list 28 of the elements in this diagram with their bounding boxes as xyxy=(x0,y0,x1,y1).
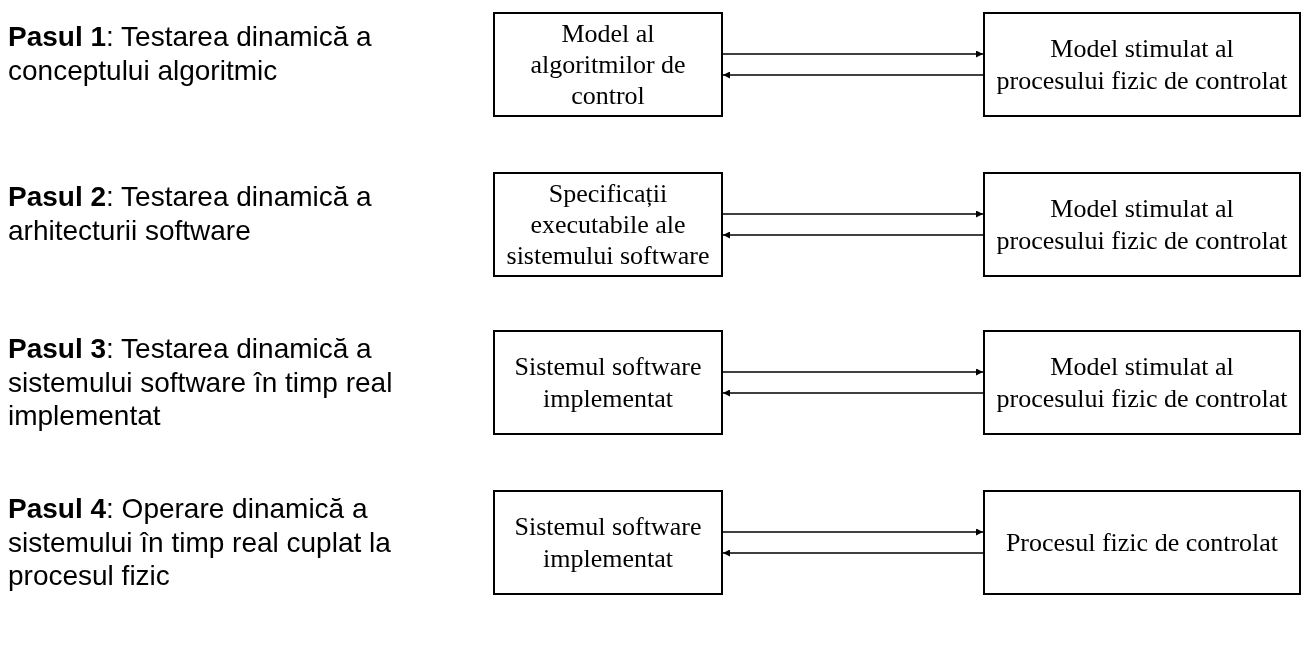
box-text: Specificații executabile ale sistemului software xyxy=(505,177,711,272)
process-box xyxy=(983,172,1301,277)
arrow xyxy=(722,71,984,79)
step-description: Pasul 1: Testarea dinamică a conceptului algoritmic xyxy=(8,20,373,88)
process-box xyxy=(493,330,723,435)
box-text: Model stimulat al procesului fizic de controlat xyxy=(995,33,1289,96)
box-text: Procesul fizic de controlat xyxy=(1005,526,1279,559)
arrow xyxy=(722,549,984,557)
arrow xyxy=(722,368,984,376)
process-box xyxy=(493,490,723,595)
process-box xyxy=(983,330,1301,435)
process-box xyxy=(983,12,1301,117)
step-description: Pasul 4: Operare dinamică a sistemului în timp real cuplat la procesul fizic xyxy=(8,492,392,593)
arrow xyxy=(722,210,984,218)
arrow xyxy=(722,528,984,536)
step-description: Pasul 2: Testarea dinamică a arhitecturii software xyxy=(8,180,373,248)
box-text: Sistemul software implementat xyxy=(513,351,703,414)
process-box xyxy=(983,490,1301,595)
process-box xyxy=(493,12,723,117)
box-text: Sistemul software implementat xyxy=(513,511,703,574)
box-text: Model stimulat al procesului fizic de controlat xyxy=(995,351,1289,414)
box-text: Model stimulat al procesului fizic de controlat xyxy=(995,193,1289,256)
arrow xyxy=(722,389,984,397)
step-description: Pasul 3: Testarea dinamică a sistemului software în timp real implementat xyxy=(8,332,394,433)
box-text: Model al algoritmilor de control xyxy=(529,17,687,112)
process-box xyxy=(493,172,723,277)
arrow xyxy=(722,231,984,239)
arrow xyxy=(722,50,984,58)
